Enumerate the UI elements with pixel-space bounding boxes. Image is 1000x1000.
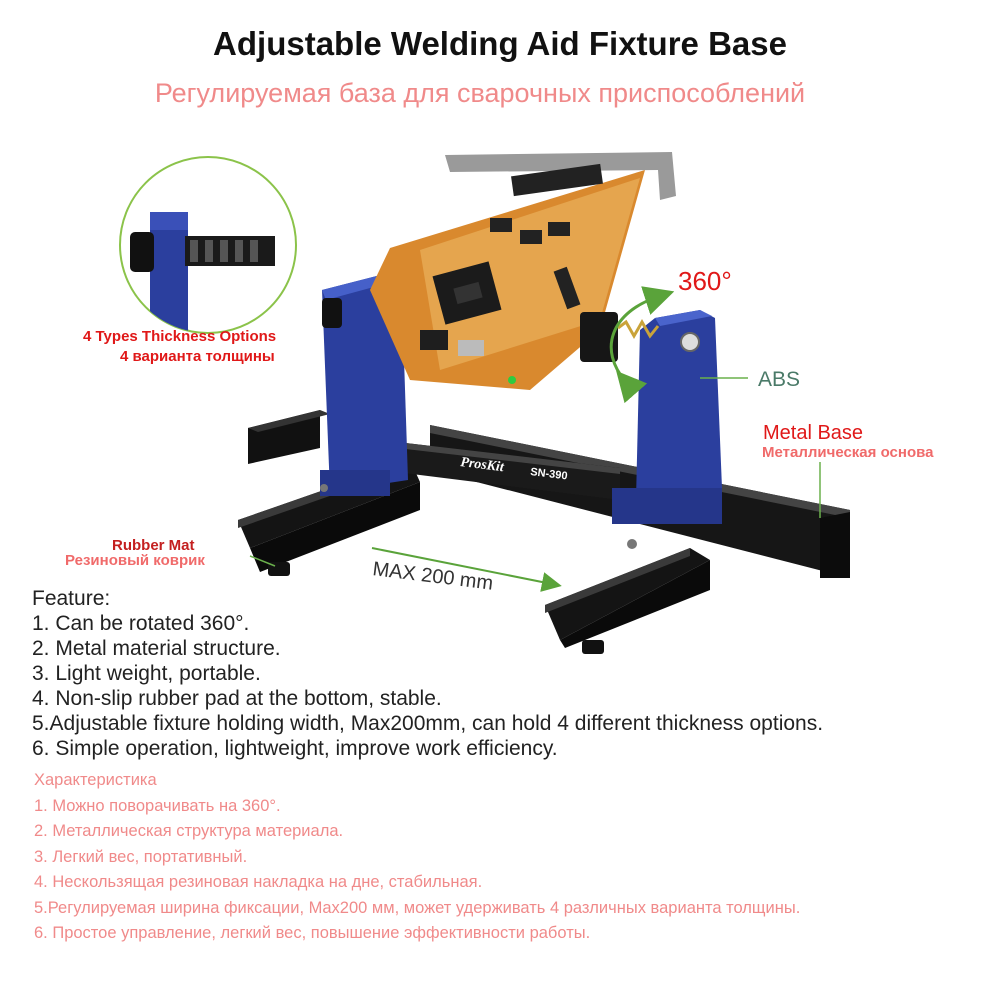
feature-ru-item: 4. Нескользящая резиновая накладка на дн… — [34, 873, 483, 891]
features-ru-heading: Характеристика — [34, 771, 157, 789]
feature-ru-item: 1. Можно поворачивать на 360°. — [34, 796, 281, 815]
pcb-board — [370, 152, 676, 390]
feature-en-item: 6. Simple operation, lightweight, improv… — [32, 737, 558, 760]
feature-ru-item: 6. Простое управление, легкий вес, повыш… — [34, 924, 591, 942]
thickness-label-ru: 4 варианта толщины — [120, 348, 275, 365]
rotation-label: 360° — [678, 266, 732, 296]
metal-base-label-ru: Металлическая основа — [762, 444, 934, 461]
abs-label: ABS — [758, 368, 800, 391]
rotation-arrow-icon — [609, 286, 675, 404]
rubber-mat-label-ru: Резиновый коврик — [65, 552, 205, 569]
thickness-label-en: 4 Types Thickness Options — [83, 328, 277, 345]
rubber-mat-label-en: Rubber Mat — [112, 537, 195, 554]
features-ru: Характеристика 1. Можно поворачивать на … — [34, 768, 800, 947]
feature-en-item: 2. Metal material structure. — [32, 637, 281, 660]
features-en: Feature: 1. Can be rotated 360°. 2. Meta… — [32, 586, 823, 761]
page-title: Adjustable Welding Aid Fixture Base — [213, 25, 787, 62]
feature-ru-item: 2. Металлическая структура материала. — [34, 822, 344, 840]
max-width-arrow-icon — [371, 547, 562, 592]
feature-en-item: 1. Can be rotated 360°. — [32, 612, 250, 635]
feature-en-item: 5.Adjustable fixture holding width, Max2… — [32, 712, 824, 735]
brand-label: ProsKit — [460, 455, 506, 475]
thickness-zoom-detail — [119, 156, 297, 334]
features-en-heading: Feature: — [32, 587, 111, 610]
model-label: SN-390 — [530, 466, 568, 482]
feature-en-item: 3. Light weight, portable. — [32, 662, 261, 685]
metal-base-label-en: Metal Base — [763, 422, 864, 444]
page-subtitle: Регулируемая база для сварочных приспосо… — [154, 78, 806, 108]
rubber-mat-callout-line — [249, 555, 276, 567]
feature-en-item: 4. Non-slip rubber pad at the bottom, st… — [32, 687, 442, 710]
feature-ru-item: 3. Легкий вес, портативный. — [34, 847, 248, 866]
feature-ru-item: 5.Регулируемая ширина фиксации, Max200 м… — [34, 898, 801, 917]
